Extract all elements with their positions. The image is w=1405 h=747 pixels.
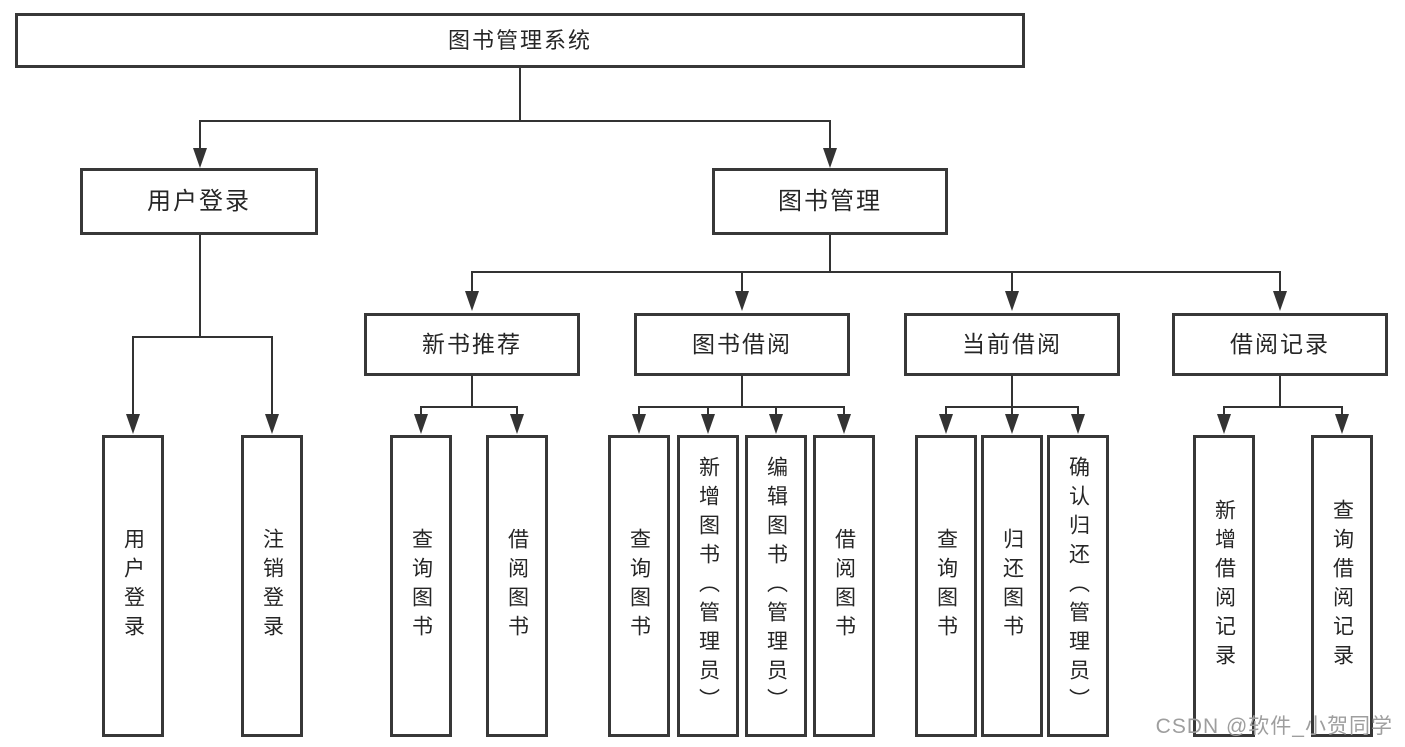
connector-current-borrow-to-leaves bbox=[939, 376, 1085, 434]
connector-root-to-branches bbox=[193, 68, 837, 168]
leaf-add-book-admin: 新增图书（管理员） bbox=[677, 435, 739, 737]
leaf-edit-book-admin: 编辑图书（管理员） bbox=[745, 435, 807, 737]
connector-book-management-to-groups bbox=[465, 235, 1287, 311]
node-current-borrow: 当前借阅 bbox=[904, 313, 1120, 376]
watermark: CSDN @软件_小贺同学 bbox=[1155, 715, 1393, 738]
leaf-return-book: 归还图书 bbox=[981, 435, 1043, 737]
node-new-book-recommend: 新书推荐 bbox=[364, 313, 580, 376]
leaf-query-books-recommend: 查询图书 bbox=[390, 435, 452, 737]
connector-user-login-to-leaves bbox=[126, 235, 279, 434]
leaf-user-login: 用户登录 bbox=[102, 435, 164, 737]
connector-new-book-recommend-to-leaves bbox=[414, 376, 524, 434]
node-book-management: 图书管理 bbox=[712, 168, 948, 235]
node-borrow-records: 借阅记录 bbox=[1172, 313, 1388, 376]
leaf-query-borrow-record: 查询借阅记录 bbox=[1311, 435, 1373, 737]
leaf-logout: 注销登录 bbox=[241, 435, 303, 737]
connector-book-borrow-to-leaves bbox=[632, 376, 851, 434]
node-root: 图书管理系统 bbox=[15, 13, 1025, 68]
leaf-confirm-return-admin: 确认归还（管理员） bbox=[1047, 435, 1109, 737]
connector-borrow-records-to-leaves bbox=[1217, 376, 1349, 434]
leaf-borrow-books-borrow: 借阅图书 bbox=[813, 435, 875, 737]
leaf-query-books-borrow: 查询图书 bbox=[608, 435, 670, 737]
node-user-login: 用户登录 bbox=[80, 168, 318, 235]
node-book-borrow: 图书借阅 bbox=[634, 313, 850, 376]
leaf-borrow-books-recommend: 借阅图书 bbox=[486, 435, 548, 737]
leaf-add-borrow-record: 新增借阅记录 bbox=[1193, 435, 1255, 737]
leaf-query-books-current: 查询图书 bbox=[915, 435, 977, 737]
